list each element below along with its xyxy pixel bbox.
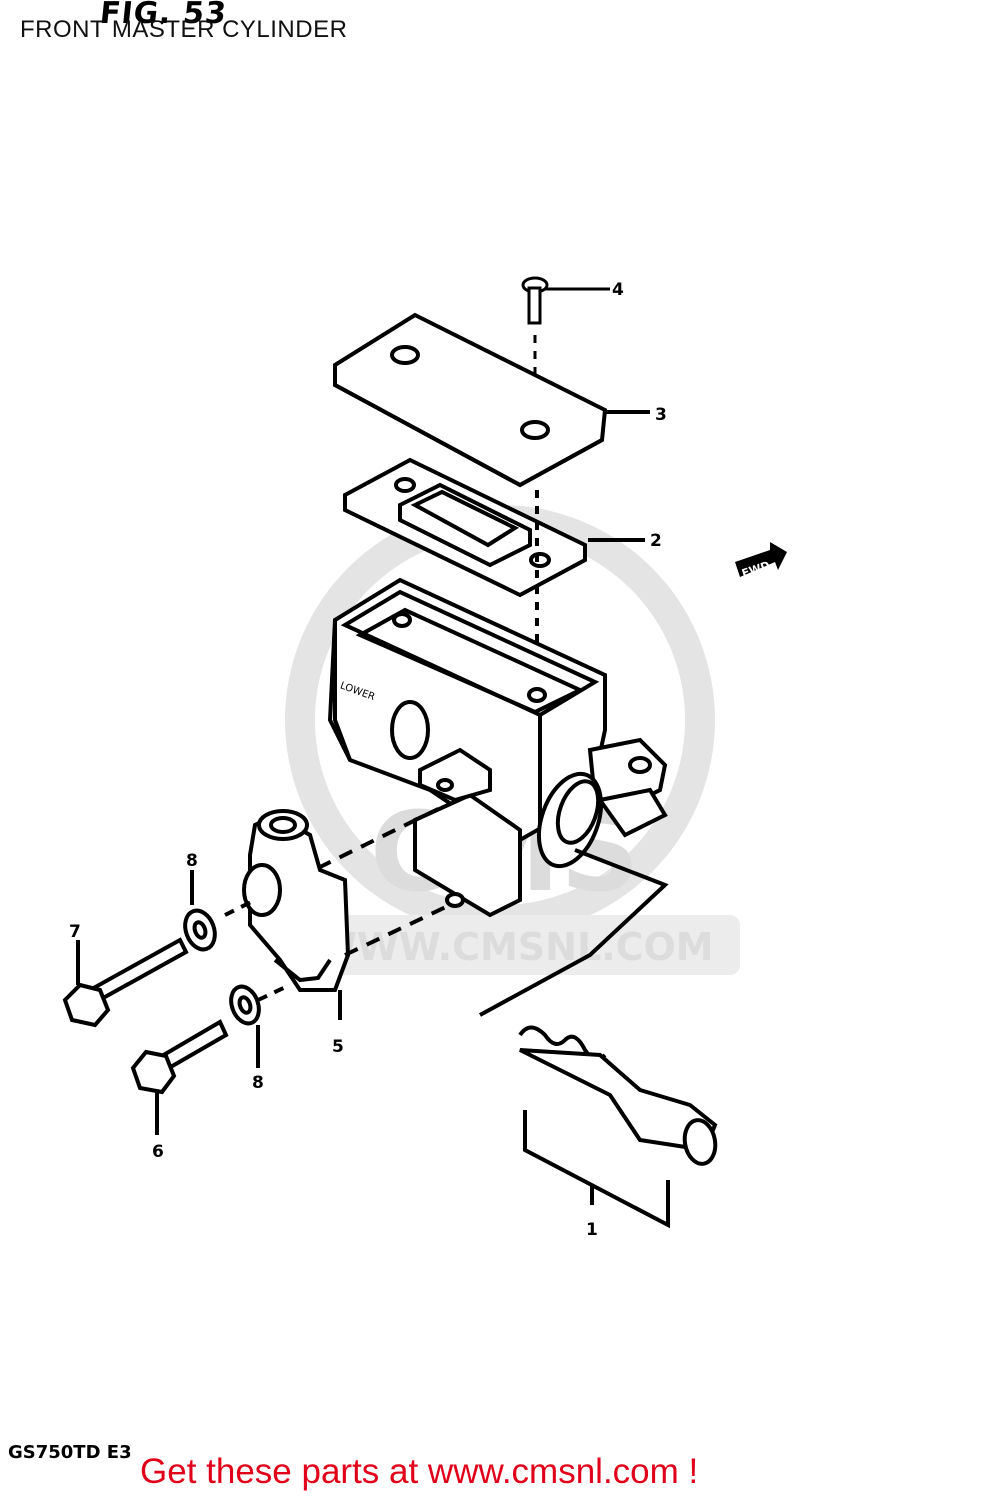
part-8-washer-upper	[183, 870, 217, 952]
fwd-direction-arrow: FWD	[735, 542, 787, 580]
callout-1: 1	[586, 1220, 598, 1240]
callout-5: 5	[332, 1037, 344, 1057]
part-2-diaphragm-plate	[343, 457, 645, 690]
part-6-short-bolt	[130, 1019, 229, 1135]
master-cylinder-body: LOWER	[327, 577, 668, 918]
callout-7: 7	[69, 922, 81, 942]
callout-8-lower: 8	[252, 1073, 264, 1093]
promo-link[interactable]: Get these parts at www.cmsnl.com !	[140, 1452, 699, 1491]
part-7-long-bolt	[62, 937, 189, 1028]
part-5-clamp	[224, 806, 451, 1020]
callout-6: 6	[152, 1142, 164, 1162]
model-code: GS750TD E3	[8, 1442, 132, 1463]
watermark-url: WWW.CMSNL.COM	[315, 925, 714, 969]
part-8-washer-lower	[229, 983, 291, 1068]
callout-3: 3	[655, 405, 667, 425]
callout-4: 4	[612, 280, 624, 300]
callout-2: 2	[650, 531, 662, 551]
callout-8-upper: 8	[186, 851, 198, 871]
part-3-reservoir-cap	[333, 312, 650, 488]
diagram-title: FRONT MASTER CYLINDER	[20, 16, 348, 43]
part-1-piston-set	[479, 848, 718, 1229]
